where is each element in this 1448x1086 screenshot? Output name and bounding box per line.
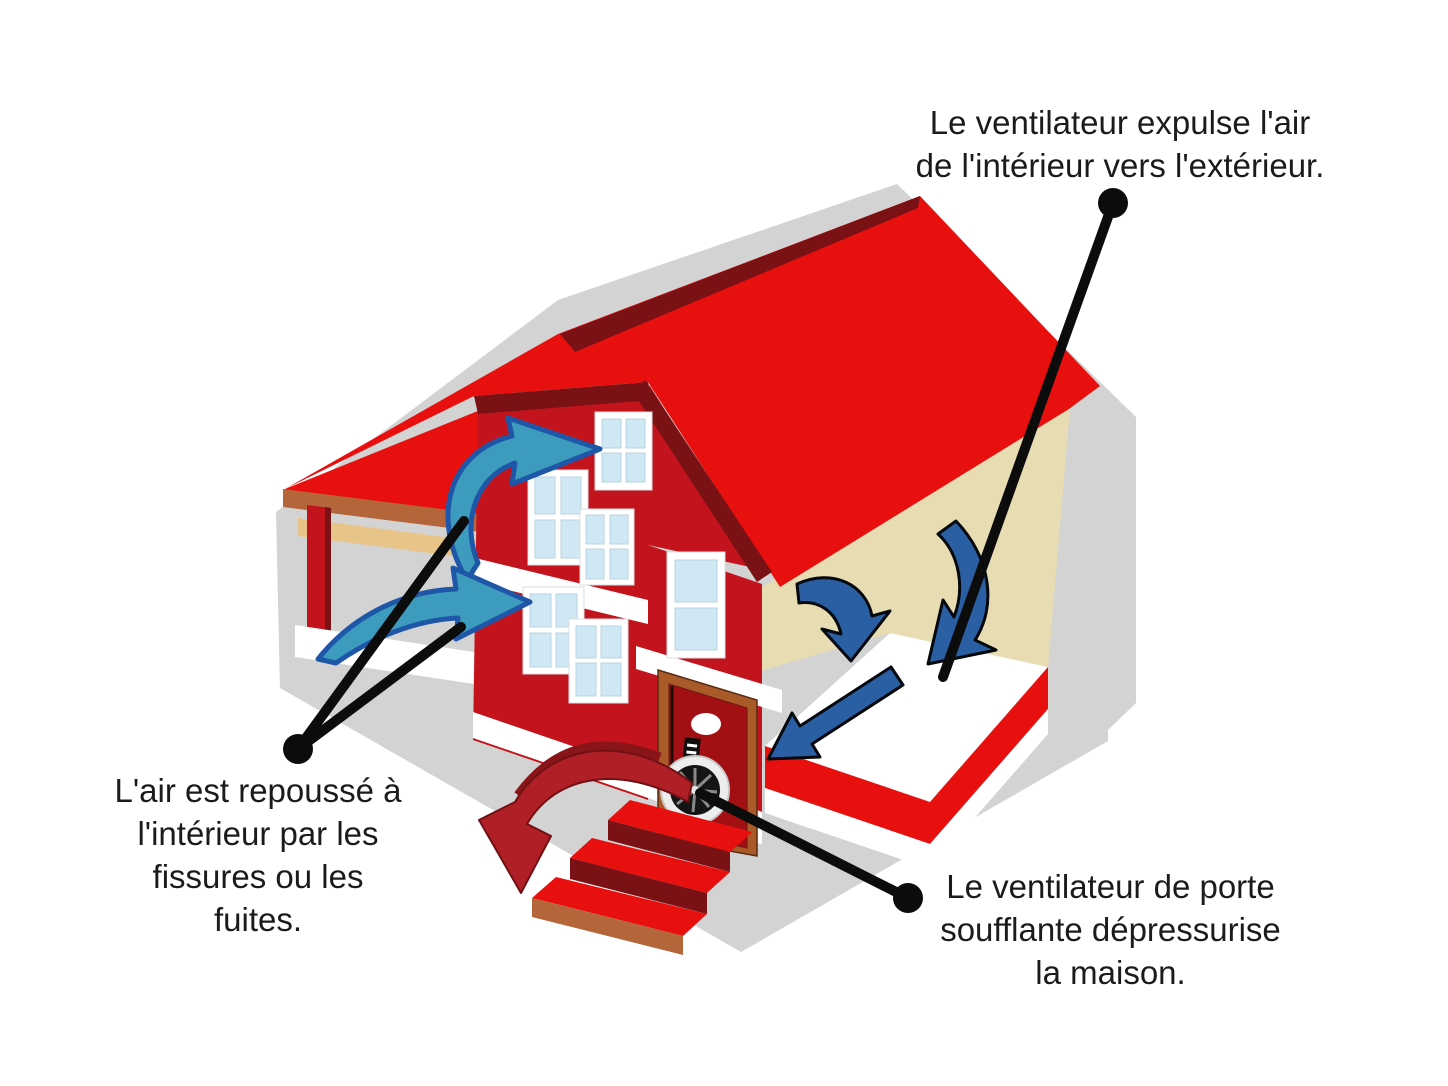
back-roof-slope: [560, 196, 920, 352]
foundation-band: [930, 667, 1048, 844]
foundation-band: [765, 746, 930, 844]
second-floor-window-right: [579, 508, 635, 586]
main-roof: [285, 196, 1100, 587]
callout-line-blower-door: [695, 788, 913, 903]
porch-post-shade: [325, 507, 331, 652]
annotation-air-pushed-in: L'air est repoussé à l'intérieur par les…: [58, 769, 458, 941]
annotation-blower-door: Le ventilateur de porte soufflante dépre…: [878, 865, 1343, 994]
foundation-base: [930, 709, 1048, 869]
annotation-line: la maison.: [1035, 954, 1186, 991]
side-wall-window: [666, 551, 726, 659]
annotation-fan-exhaust: Le ventilateur expulse l'air de l'intéri…: [870, 101, 1370, 187]
annotation-line: Le ventilateur de porte: [946, 868, 1275, 905]
interior-floor-arrow: [766, 665, 905, 761]
interior-floor: [765, 633, 1048, 802]
attic-window: [594, 411, 653, 491]
gable-right-eave: [633, 380, 772, 582]
annotation-line: Le ventilateur expulse l'air: [929, 104, 1311, 141]
callout-connectors: [283, 188, 1128, 913]
annotation-line: L'air est repoussé à: [114, 772, 402, 809]
callout-dot-fan-exhaust: [1098, 188, 1128, 218]
interior-curl-arrow: [795, 576, 892, 663]
first-floor-window-right: [568, 618, 629, 704]
annotation-line: soufflante dépressurise: [940, 911, 1281, 948]
annotation-line: de l'intérieur vers l'extérieur.: [915, 147, 1325, 184]
annotation-line: fuites.: [213, 901, 303, 938]
exhaust-arrow: [478, 749, 693, 894]
door-window: [691, 713, 721, 735]
foundation-base: [765, 788, 930, 869]
annotation-line: l'intérieur par les: [137, 815, 379, 852]
second-floor-window-left: [527, 469, 589, 566]
callout-dot-blower-door: [893, 883, 923, 913]
callout-line-cracks-lower: [293, 622, 466, 754]
callout-line-cracks-upper: [293, 516, 469, 754]
gable-left-eave: [474, 382, 652, 414]
annotation-line: fissures ou les: [152, 858, 364, 895]
entry-steps: [532, 800, 752, 955]
callout-line-fan-exhaust: [938, 198, 1118, 682]
callout-dot-cracks: [283, 734, 313, 764]
air-in-upper-arrow: [445, 415, 603, 583]
